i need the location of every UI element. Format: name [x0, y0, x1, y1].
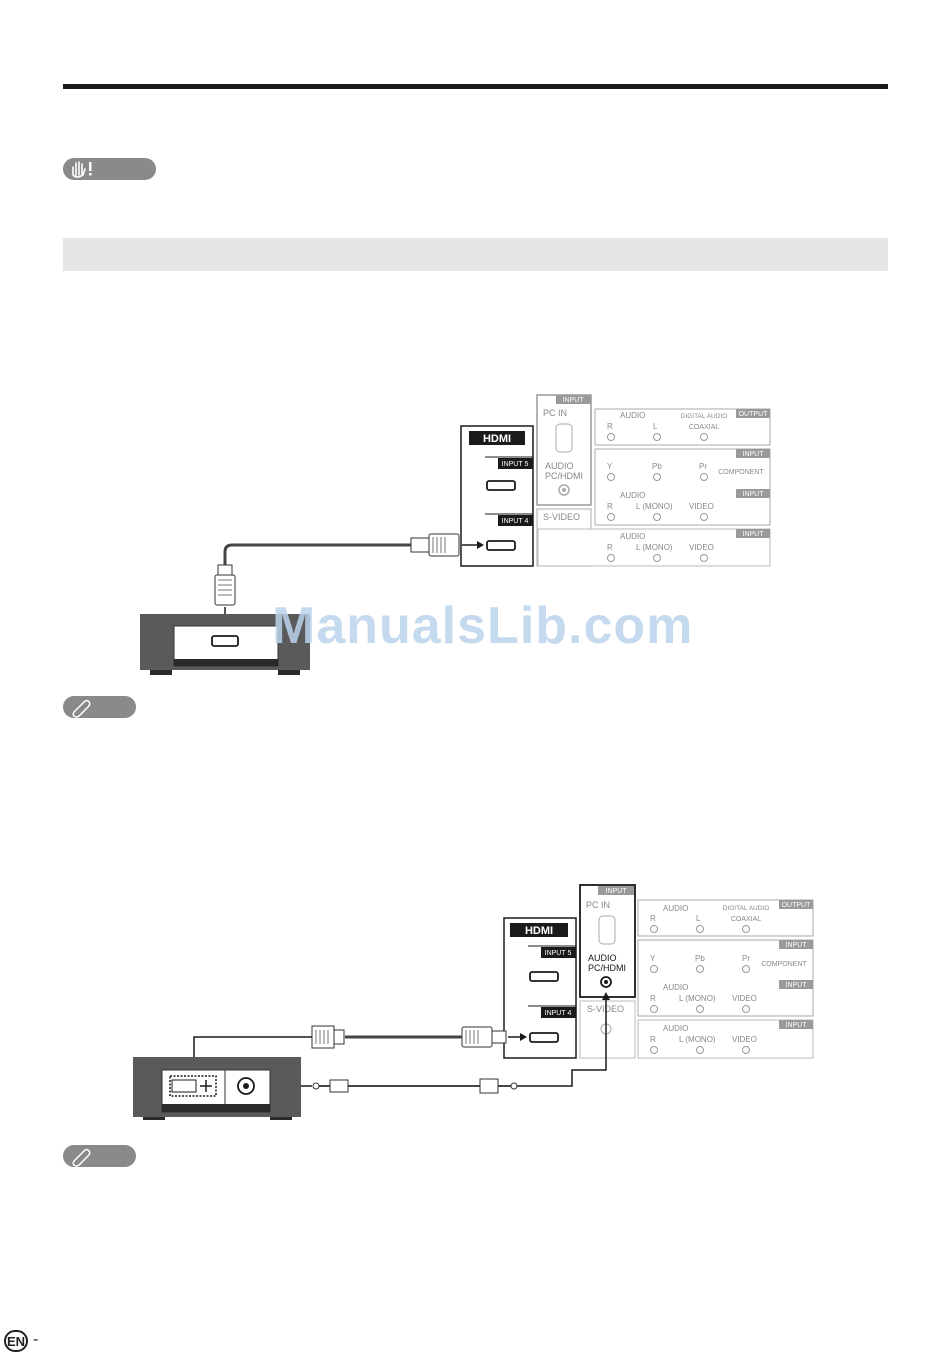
dvi-connection-diagram: HDMI INPUT 5 INPUT 4 INPUT PC IN AUDIO P… [133, 884, 814, 1120]
svg-text:INPUT: INPUT [786, 1022, 808, 1029]
svg-text:INPUT: INPUT [743, 491, 765, 498]
svg-text:Pb: Pb [695, 954, 705, 963]
svg-text:DIGITAL AUDIO: DIGITAL AUDIO [723, 905, 770, 912]
component-panel: INPUT Y Pb Pr COMPONENT INPUT AUDIO R L … [594, 448, 771, 526]
svg-text:VIDEO: VIDEO [732, 994, 757, 1003]
svg-text:AUDIO: AUDIO [663, 1024, 688, 1033]
note-badge-2 [63, 1145, 136, 1167]
svg-text:AUDIO: AUDIO [620, 532, 645, 541]
svg-text:L (MONO): L (MONO) [679, 1035, 716, 1044]
svg-text:HDMI: HDMI [525, 925, 553, 937]
svg-text:R: R [650, 1035, 656, 1044]
input4-label: INPUT 4 [502, 518, 529, 525]
pc-device [133, 1057, 301, 1120]
svg-text:AUDIO: AUDIO [663, 904, 688, 913]
svg-text:OUTPUT: OUTPUT [739, 411, 769, 418]
note-badge-1 [63, 696, 136, 718]
svg-text:COMPONENT: COMPONENT [761, 961, 807, 968]
paperclip-icon [72, 699, 91, 718]
audio-output-panel: OUTPUT AUDIO R L DIGITAL AUDIO COAXIAL [594, 408, 771, 446]
pc-in-block-2: INPUT PC IN AUDIO PC/HDMI [579, 884, 636, 998]
svg-text:PC/HDMI: PC/HDMI [545, 471, 583, 481]
svg-text:L (MONO): L (MONO) [636, 502, 673, 511]
svg-text:COMPONENT: COMPONENT [718, 469, 764, 476]
page-number-dash: - [33, 1331, 39, 1348]
hdmi-device [140, 614, 310, 675]
svg-text:OUTPUT: OUTPUT [782, 902, 812, 909]
svg-text:DIGITAL AUDIO: DIGITAL AUDIO [681, 413, 728, 420]
svideo-block-2: S-VIDEO [579, 1000, 636, 1059]
svg-text:COAXIAL: COAXIAL [731, 916, 761, 923]
language-badge: EN [4, 1330, 28, 1352]
header-rule [63, 84, 888, 89]
hand-stop-icon [72, 161, 92, 178]
svg-text:VIDEO: VIDEO [689, 502, 714, 511]
svg-text:Pb: Pb [652, 462, 662, 471]
caution-badge [63, 158, 156, 180]
hdmi-logo: HDMI [483, 433, 511, 445]
svg-text:PC IN: PC IN [586, 900, 610, 910]
component-panel-2: INPUT Y Pb Pr COMPONENT INPUT AUDIO R L … [637, 939, 814, 1017]
svg-text:L: L [696, 914, 701, 923]
hdmi-connection-diagram: HDMI INPUT 5 INPUT 4 INPUT PC IN AUDIO P… [140, 394, 771, 675]
svg-text:S-VIDEO: S-VIDEO [543, 512, 580, 522]
svg-text:INPUT 5: INPUT 5 [545, 950, 572, 957]
svg-text:L (MONO): L (MONO) [679, 994, 716, 1003]
paperclip-icon [72, 1148, 91, 1167]
svg-text:INPUT: INPUT [606, 888, 628, 895]
svg-text:AUDIO: AUDIO [545, 461, 574, 471]
svg-text:R: R [650, 914, 656, 923]
svg-text:Y: Y [607, 462, 613, 471]
svg-text:INPUT 4: INPUT 4 [545, 1010, 572, 1017]
svg-text:AUDIO: AUDIO [663, 983, 688, 992]
hdmi-terminal-block: HDMI INPUT 5 INPUT 4 [460, 425, 534, 567]
section-band [63, 238, 888, 271]
svg-text:Pr: Pr [742, 954, 750, 963]
svg-text:AUDIO: AUDIO [620, 411, 645, 420]
svg-text:Pr: Pr [699, 462, 707, 471]
svg-text:INPUT: INPUT [786, 982, 808, 989]
svg-text:INPUT: INPUT [563, 397, 585, 404]
svg-text:PC IN: PC IN [543, 408, 567, 418]
input5-label: INPUT 5 [502, 461, 529, 468]
video-input-panel: INPUT AUDIO R L (MONO) VIDEO [537, 528, 771, 567]
svg-text:VIDEO: VIDEO [732, 1035, 757, 1044]
svg-text:L (MONO): L (MONO) [636, 543, 673, 552]
pc-in-block: INPUT PC IN AUDIO PC/HDMI [536, 394, 592, 506]
svg-text:R: R [607, 543, 613, 552]
svg-text:INPUT: INPUT [786, 942, 808, 949]
svg-text:INPUT: INPUT [743, 531, 765, 538]
svg-text:VIDEO: VIDEO [689, 543, 714, 552]
svg-text:INPUT: INPUT [743, 451, 765, 458]
svg-text:AUDIO: AUDIO [588, 953, 617, 963]
svg-text:R: R [650, 994, 656, 1003]
svg-text:Y: Y [650, 954, 656, 963]
svg-text:PC/HDMI: PC/HDMI [588, 963, 626, 973]
svg-text:COAXIAL: COAXIAL [689, 424, 719, 431]
svg-text:L: L [653, 422, 658, 431]
video-input-panel-2: INPUT AUDIO R L (MONO) VIDEO [637, 1019, 814, 1059]
hdmi-terminal-block-2: HDMI INPUT 5 INPUT 4 [503, 917, 577, 1059]
svg-text:R: R [607, 422, 613, 431]
svg-text:AUDIO: AUDIO [620, 491, 645, 500]
audio-output-panel-2: OUTPUT AUDIO R L DIGITAL AUDIO COAXIAL [637, 899, 814, 937]
svg-text:R: R [607, 502, 613, 511]
